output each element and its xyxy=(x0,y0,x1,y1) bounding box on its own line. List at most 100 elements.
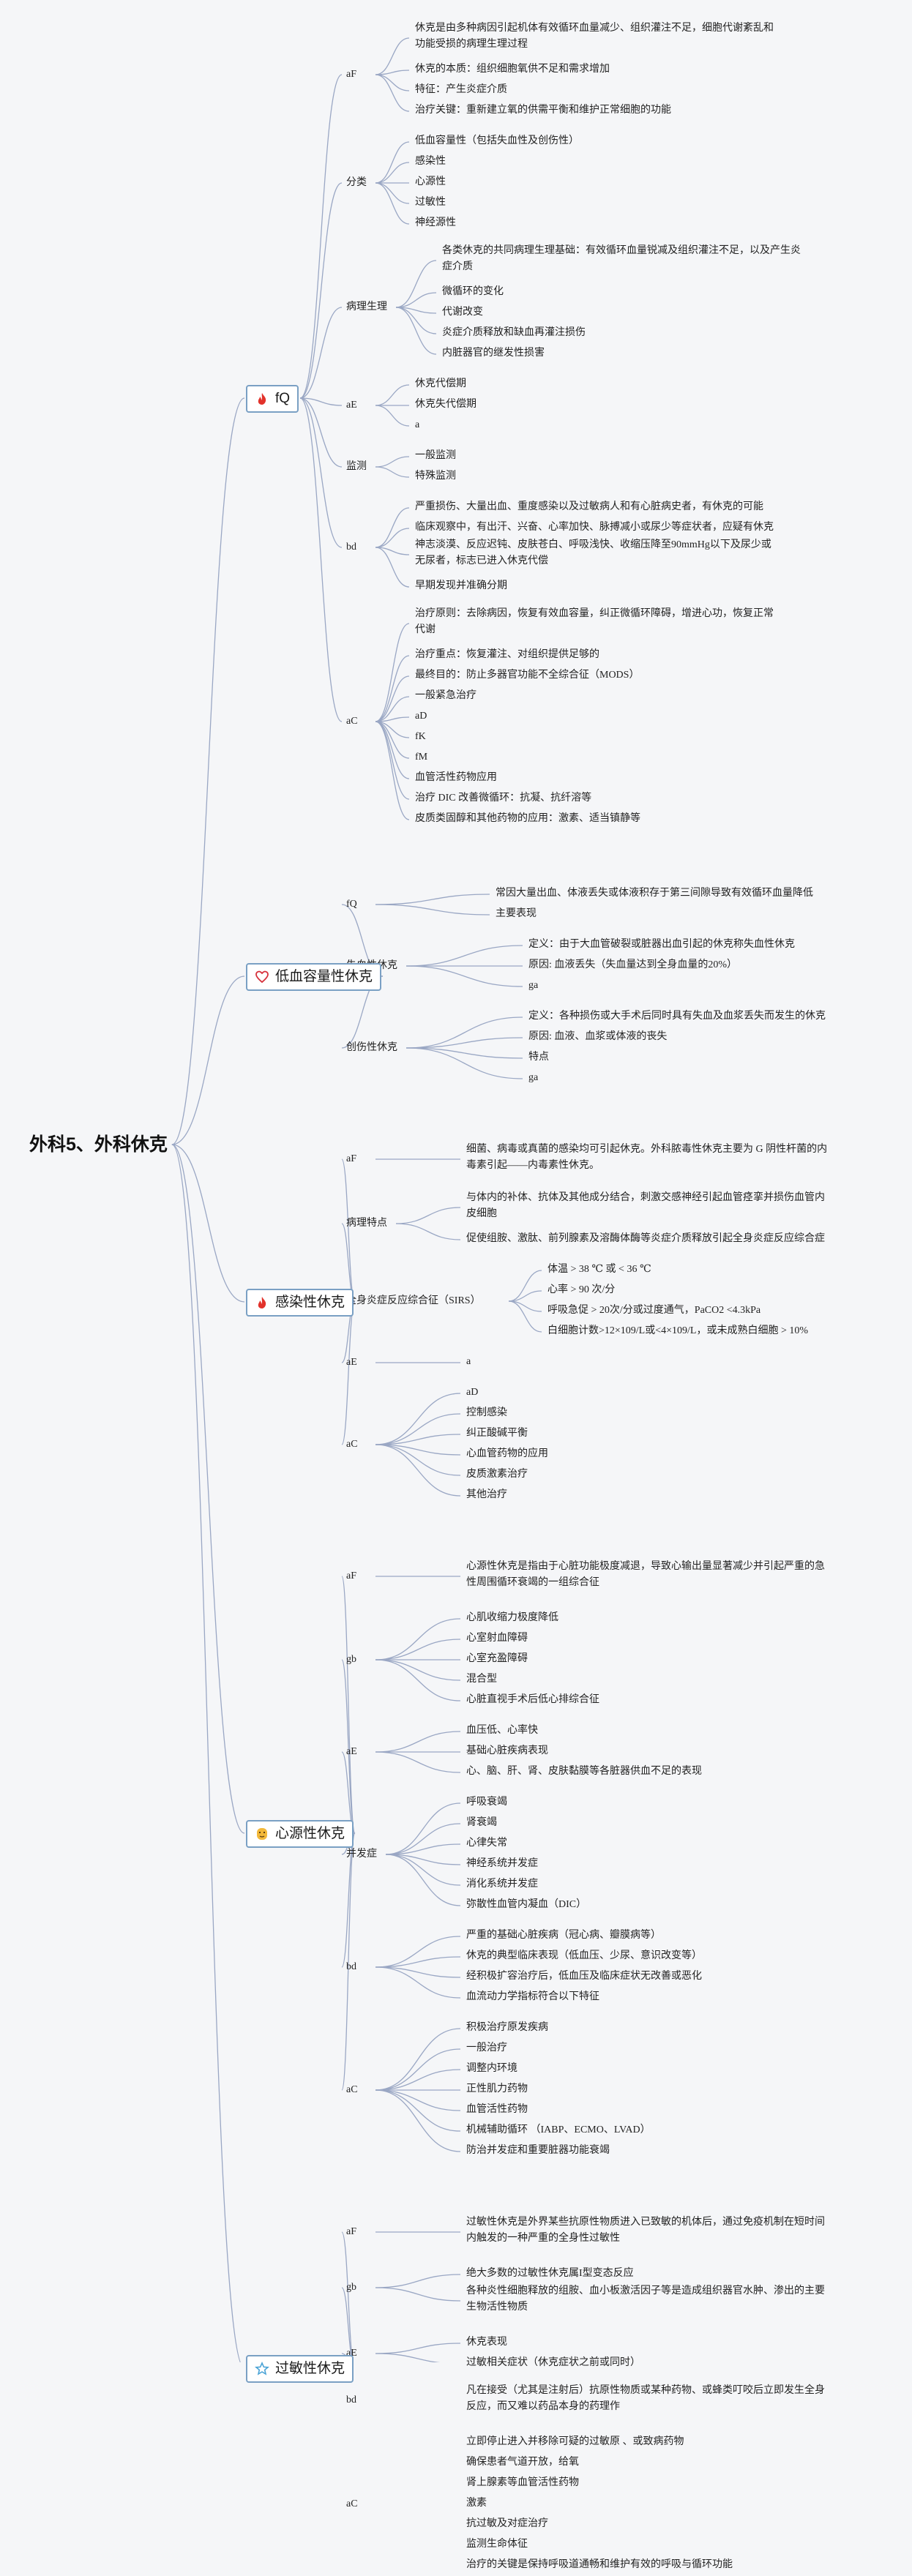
subtopic-node[interactable]: 全身炎症反应综合征（SIRS） xyxy=(346,1295,481,1306)
leaf-node[interactable]: 过敏性 xyxy=(415,197,446,208)
leaf-node[interactable]: aD xyxy=(415,711,427,722)
leaf-node[interactable]: 休克代偿期 xyxy=(415,378,466,389)
leaf-node[interactable]: 基础心脏疾病表现 xyxy=(466,1745,548,1756)
leaf-node[interactable]: 血管活性药物应用 xyxy=(415,772,497,783)
leaf-node[interactable]: 定义：由于大血管破裂或脏器出血引起的休克称失血性休克 xyxy=(528,939,795,950)
leaf-node[interactable]: 感染性 xyxy=(415,156,446,167)
leaf-node[interactable]: 特殊监测 xyxy=(415,471,456,482)
leaf-node[interactable]: 心源性 xyxy=(415,176,446,187)
leaf-node[interactable]: 抗过敏及对症治疗 xyxy=(466,2518,548,2529)
leaf-node[interactable]: 代谢改变 xyxy=(442,307,483,318)
leaf-node[interactable]: 早期发现并准确分期 xyxy=(415,580,507,591)
branch-topic[interactable]: fQ xyxy=(246,385,299,413)
subtopic-node[interactable]: aF xyxy=(346,1153,356,1164)
leaf-node[interactable]: 呼吸衰竭 xyxy=(466,1797,507,1808)
subtopic-node[interactable]: aC xyxy=(346,2498,358,2509)
leaf-node[interactable]: 其他治疗 xyxy=(466,1489,507,1500)
leaf-node[interactable]: 炎症介质释放和缺血再灌注损伤 xyxy=(442,327,586,338)
leaf-node[interactable]: 主要表现 xyxy=(496,908,537,919)
branch-topic[interactable]: 心源性休克 xyxy=(246,1820,354,1848)
subtopic-node[interactable]: 分类 xyxy=(346,177,367,188)
leaf-node[interactable]: 心血管药物的应用 xyxy=(466,1448,548,1459)
leaf-node[interactable]: 消化系统并发症 xyxy=(466,1879,538,1890)
leaf-node[interactable]: 一般治疗 xyxy=(466,2043,507,2053)
leaf-node[interactable]: 防治并发症和重要脏器功能衰竭 xyxy=(466,2145,610,2156)
root-topic[interactable]: 外科5、外科休克 xyxy=(29,1134,168,1155)
leaf-node[interactable]: 微循环的变化 xyxy=(442,286,504,297)
leaf-node[interactable]: 凡在接受（尤其是注射后）抗原性物质或某种药物、或蜂类叮咬后立即发生全身反应，而又… xyxy=(466,2385,825,2412)
leaf-node[interactable]: 休克的典型临床表现（低血压、少尿、意识改变等） xyxy=(466,1950,702,1961)
leaf-node[interactable]: 休克失代偿期 xyxy=(415,399,476,410)
leaf-node[interactable]: fK xyxy=(415,731,426,742)
leaf-node[interactable]: 弥散性血管内凝血（DIC） xyxy=(466,1899,587,1910)
leaf-node[interactable]: 一般紧急治疗 xyxy=(415,690,476,701)
leaf-node[interactable]: 常因大量出血、体液丢失或体液积存于第三间隙导致有效循环血量降低 xyxy=(496,888,813,899)
leaf-node[interactable]: 休克表现 xyxy=(466,2337,507,2348)
subtopic-node[interactable]: fQ xyxy=(346,899,357,910)
leaf-node[interactable]: 治疗关键：重新建立氧的供需平衡和维护正常细胞的功能 xyxy=(415,105,671,116)
leaf-node[interactable]: 神经系统并发症 xyxy=(466,1858,538,1869)
leaf-node[interactable]: 一般监测 xyxy=(415,450,456,461)
leaf-node[interactable]: 与体内的补体、抗体及其他成分结合，刺激交感神经引起血管痉挛并损伤血管内皮细胞 xyxy=(466,1192,825,1219)
leaf-node[interactable]: 立即停止进入并移除可疑的过敏原 、或致病药物 xyxy=(466,2436,684,2447)
leaf-node[interactable]: aD xyxy=(466,1387,479,1398)
subtopic-node[interactable]: 病理特点 xyxy=(346,1218,387,1229)
leaf-node[interactable]: 心肌收缩力极度降低 xyxy=(466,1612,558,1623)
leaf-node[interactable]: fM xyxy=(415,752,428,763)
leaf-node[interactable]: 血压低、心率快 xyxy=(466,1725,538,1736)
leaf-node[interactable]: 内脏器官的继发性损害 xyxy=(442,348,545,359)
leaf-node[interactable]: 体温 > 38 ℃ 或 < 36 ℃ xyxy=(547,1264,651,1275)
branch-topic[interactable]: 感染性休克 xyxy=(246,1289,354,1317)
leaf-node[interactable]: 过敏性休克是外界某些抗原性物质进入已致敏的机体后，通过免疫机制在短时间内触发的一… xyxy=(466,2217,825,2244)
leaf-node[interactable]: 原因: 血液、血浆或体液的丧失 xyxy=(528,1031,668,1042)
leaf-node[interactable]: 休克是由多种病因引起机体有效循环血量减少、组织灌注不足，细胞代谢紊乱和功能受损的… xyxy=(415,23,774,50)
leaf-node[interactable]: ga xyxy=(528,1072,539,1083)
leaf-node[interactable]: 心室充盈障碍 xyxy=(466,1653,528,1664)
leaf-node[interactable]: 严重的基础心脏疾病（冠心病、瓣膜病等） xyxy=(466,1930,661,1941)
subtopic-node[interactable]: bd xyxy=(346,1961,356,1972)
leaf-node[interactable]: 神志淡漠、反应迟钝、皮肤苍白、呼吸浅快、收缩压降至90mmHg以下及尿少或无尿者… xyxy=(415,539,771,566)
leaf-node[interactable]: a xyxy=(466,1356,471,1367)
subtopic-node[interactable]: bd xyxy=(346,2395,356,2405)
leaf-node[interactable]: 心脏直视手术后低心排综合征 xyxy=(466,1694,599,1705)
subtopic-node[interactable]: 创伤性休克 xyxy=(346,1042,397,1053)
leaf-node[interactable]: 血流动力学指标符合以下特征 xyxy=(466,1991,599,2002)
leaf-node[interactable]: 心源性休克是指由于心脏功能极度减退，导致心输出量显著减少并引起严重的急性周围循环… xyxy=(466,1561,825,1588)
leaf-node[interactable]: 皮质类固醇和其他药物的应用：激素、适当镇静等 xyxy=(415,813,640,824)
branch-topic[interactable]: 过敏性休克 xyxy=(246,2355,354,2383)
leaf-node[interactable]: 特征：产生炎症介质 xyxy=(415,84,507,95)
leaf-node[interactable]: 皮质激素治疗 xyxy=(466,1469,528,1480)
leaf-node[interactable]: 治疗 DIC 改善微循环：抗凝、抗纤溶等 xyxy=(415,793,592,804)
leaf-node[interactable]: 促使组胺、激肽、前列腺素及溶酶体酶等炎症介质释放引起全身炎症反应综合症 xyxy=(466,1233,825,1244)
leaf-node[interactable]: 治疗的关键是保持呼吸道通畅和维护有效的呼吸与循环功能 xyxy=(466,2559,733,2570)
subtopic-node[interactable]: 并发症 xyxy=(346,1849,377,1860)
leaf-node[interactable]: 休克的本质：组织细胞氧供不足和需求增加 xyxy=(415,64,610,75)
leaf-node[interactable]: 治疗原则：去除病因，恢复有效血容量，纠正微循环障碍，增进心功，恢复正常代谢 xyxy=(415,608,774,635)
subtopic-node[interactable]: aE xyxy=(346,1746,357,1757)
leaf-node[interactable]: 低血容量性（包括失血性及创伤性） xyxy=(415,135,579,146)
leaf-node[interactable]: 临床观察中，有出汗、兴奋、心率加快、脉搏减小或尿少等症状者，应疑有休克 xyxy=(415,522,774,533)
leaf-node[interactable]: 最终目的：防止多器官功能不全综合征（MODS） xyxy=(415,670,640,681)
subtopic-node[interactable]: aE xyxy=(346,400,357,411)
leaf-node[interactable]: 肾衰竭 xyxy=(466,1817,497,1828)
leaf-node[interactable]: 绝大多数的过敏性休克属I型变态反应 xyxy=(466,2268,634,2279)
leaf-node[interactable]: 调整内环境 xyxy=(466,2063,517,2074)
leaf-node[interactable]: 定义：各种损伤或大手术后同时具有失血及血浆丢失而发生的休克 xyxy=(528,1011,826,1022)
subtopic-node[interactable]: 监测 xyxy=(346,461,367,472)
leaf-node[interactable]: 经积极扩容治疗后，低血压及临床症状无改善或恶化 xyxy=(466,1971,702,1982)
leaf-node[interactable]: 血管活性药物 xyxy=(466,2104,528,2115)
leaf-node[interactable]: 原因: 血液丢失（失血量达到全身血量的20%） xyxy=(528,959,738,970)
leaf-node[interactable]: 治疗重点：恢复灌注、对组织提供足够的 xyxy=(415,649,599,660)
leaf-node[interactable]: 各种炎性细胞释放的组胺、血小板激活因子等是造成组织器官水肿、渗出的主要生物活性物… xyxy=(466,2285,825,2313)
leaf-node[interactable]: 纠正酸碱平衡 xyxy=(466,1428,528,1439)
leaf-node[interactable]: 确保患者气道开放，给氧 xyxy=(466,2457,579,2468)
leaf-node[interactable]: 积极治疗原发疾病 xyxy=(466,2022,548,2033)
subtopic-node[interactable]: aF xyxy=(346,2226,356,2237)
leaf-node[interactable]: 白细胞计数>12×109/L或<4×109/L，或未成熟白细胞 > 10% xyxy=(547,1325,809,1336)
leaf-node[interactable]: 监测生命体征 xyxy=(466,2539,528,2550)
leaf-node[interactable]: 激素 xyxy=(466,2498,487,2509)
leaf-node[interactable]: 特点 xyxy=(528,1052,549,1063)
leaf-node[interactable]: 过敏相关症状（休克症状之前或同时） xyxy=(466,2357,640,2368)
leaf-node[interactable]: 正性肌力药物 xyxy=(466,2083,528,2094)
subtopic-node[interactable]: gb xyxy=(346,1654,356,1665)
